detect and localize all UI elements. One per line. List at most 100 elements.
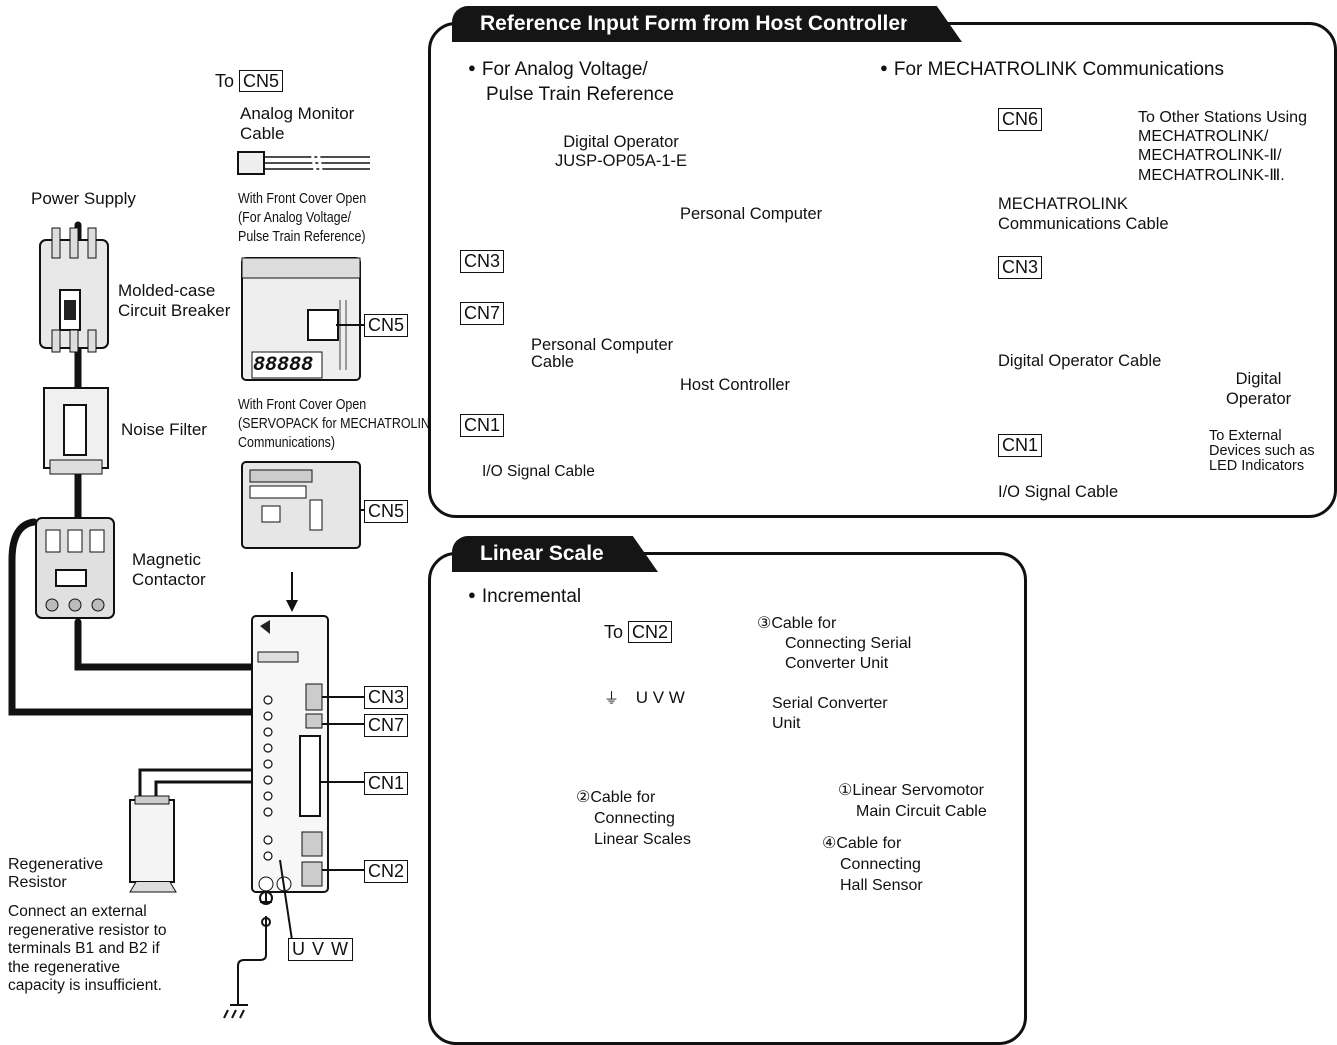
servopack-display: 88888 [253,354,313,377]
cn1-servopack-box: CN1 [364,772,408,795]
cable4-line1: ④Cable for [822,834,923,855]
cn5-top-box: CN5 [239,70,283,92]
cable4-line2: Connecting [822,855,923,876]
cn3-servopack-box: CN3 [364,686,408,709]
digital-operator-label: Digital Operator JUSP-OP05A-1-E [555,133,687,171]
ground-icon: ⏚ [604,690,619,707]
digital-operator-right-line1: Digital [1226,370,1291,390]
reference-panel-title-text: Reference Input Form from Host Controlle… [480,12,908,35]
cn1-host-box: CN1 [460,414,504,437]
analog-heading-line1: For Analog Voltage/ [468,59,648,81]
regen-resistor-label: Regenerative Resistor [8,856,103,893]
linear-panel-title: Linear Scale [452,536,632,572]
cable3-line1: ③Cable for [757,614,911,634]
reference-panel-title: Reference Input Form from Host Controlle… [452,6,936,42]
io-cable-right-label: I/O Signal Cable [998,483,1118,502]
power-supply-label: Power Supply [31,189,136,209]
cn5-ml-box: CN5 [364,500,408,523]
regen-note-line5: capacity is insufficient. [8,977,167,996]
pc-cable-label: Personal Computer Cable [531,337,673,370]
regen-note-line2: regenerative resistor to [8,922,167,941]
contactor-label: Magnetic Contactor [132,550,206,589]
serial-unit-label: Serial Converter Unit [772,694,888,734]
external-devices-label: To External Devices such as LED Indicato… [1209,429,1315,475]
digital-operator-cable-label: Digital Operator Cable [998,352,1161,371]
breaker-line1: Molded-case [118,281,230,301]
cn2-linear-box: CN2 [628,621,672,643]
cn7-pc-box: CN7 [460,302,504,325]
cable2-label: ②Cable for Connecting Linear Scales [576,788,691,850]
front-cover-analog-line3: Pulse Train Reference) [238,228,366,247]
cable3-line3: Converter Unit [757,654,911,674]
magnetic-contactor-drawing [36,518,114,618]
host-controller-label: Host Controller [680,376,790,395]
analog-monitor-cable-label: Analog Monitor Cable [240,104,354,143]
external-devices-line2: Devices such as [1209,444,1315,459]
ground-drawing [224,892,272,1018]
regen-note-line4: the regenerative [8,959,167,978]
ground-uvw-label: ⏚ U V W [604,688,685,708]
serial-unit-line1: Serial Converter [772,694,888,714]
digital-operator-line1: Digital Operator [555,133,687,152]
personal-computer-label: Personal Computer [680,205,822,224]
pc-cable-line2: Cable [531,354,673,371]
uvw-terminal-box: U V W [288,938,353,961]
ml-cable-line2: Communications Cable [998,215,1169,235]
cable1-line2: Main Circuit Cable [838,802,987,823]
external-devices-line3: LED Indicators [1209,459,1315,474]
incremental-heading: Incremental [468,586,581,608]
breaker-label: Molded-case Circuit Breaker [118,281,230,320]
cn5-analog-box: CN5 [364,314,408,337]
regen-note-line1: Connect an external [8,903,167,922]
contactor-line2: Contactor [132,570,206,590]
other-stations-line1: To Other Stations Using [1138,108,1307,127]
regen-note: Connect an external regenerative resisto… [8,903,167,996]
pc-cable-line1: Personal Computer [531,337,673,354]
cn3-pc-box: CN3 [460,250,504,273]
cable3-line2: Connecting Serial [757,634,911,654]
regen-note-line3: terminals B1 and B2 if [8,940,167,959]
analog-heading-line2: Pulse Train Reference [486,84,674,106]
cable2-line3: Linear Scales [576,830,691,851]
contactor-line1: Magnetic [132,550,206,570]
analog-monitor-cable-line2: Cable [240,124,354,144]
cable3-label: ③Cable for Connecting Serial Converter U… [757,614,911,674]
ml-cable-label: MECHATROLINK Communications Cable [998,195,1169,235]
circuit-breaker-drawing [40,228,108,352]
cable4-label: ④Cable for Connecting Hall Sensor [822,834,923,896]
regen-resistor-line1: Regenerative [8,856,103,874]
analog-monitor-cable-line1: Analog Monitor [240,104,354,124]
ml-heading: For MECHATROLINK Communications [880,59,1224,81]
front-cover-analog-line2: (For Analog Voltage/ [238,209,366,228]
digital-operator-line2: JUSP-OP05A-1-E [555,152,687,171]
cn1-ml-box: CN1 [998,434,1042,457]
cable2-line2: Connecting [576,809,691,830]
cn3-ml-box: CN3 [998,256,1042,279]
noise-filter-label: Noise Filter [121,420,207,440]
cable2-line1: ②Cable for [576,788,691,809]
breaker-line2: Circuit Breaker [118,301,230,321]
linear-panel-title-text: Linear Scale [480,542,604,565]
analog-monitor-cable-drawing [238,152,370,176]
noise-filter-drawing [44,388,108,474]
servopack-front-ml-drawing [242,462,360,548]
front-cover-analog-line1: With Front Cover Open [238,190,366,209]
regen-resistor-line2: Resistor [8,874,103,892]
other-stations-label: To Other Stations Using MECHATROLINK/ ME… [1138,108,1307,185]
ground-uvw-text: U V W [636,688,685,707]
to-cn2-prefix: To [604,622,623,642]
to-cn2-label: To CN2 [604,622,672,643]
cable1-label: ①Linear Servomotor Main Circuit Cable [838,781,987,823]
front-cover-analog-label: With Front Cover Open (For Analog Voltag… [238,190,366,247]
io-cable-left-label: I/O Signal Cable [482,463,595,481]
servopack-main-drawing [252,616,328,892]
cn7-servopack-box: CN7 [364,714,408,737]
cn5-top-label: To CN5 [215,71,283,92]
cable1-line1: ①Linear Servomotor [838,781,987,802]
front-cover-ml-label: With Front Cover Open (SERVOPACK for MEC… [238,396,438,453]
cn6-box: CN6 [998,108,1042,131]
front-cover-ml-line3: Communications) [238,434,438,453]
front-cover-ml-line1: With Front Cover Open [238,396,438,415]
digital-operator-right-line2: Operator [1226,390,1291,410]
front-cover-ml-line2: (SERVOPACK for MECHATROLINK [238,415,438,434]
